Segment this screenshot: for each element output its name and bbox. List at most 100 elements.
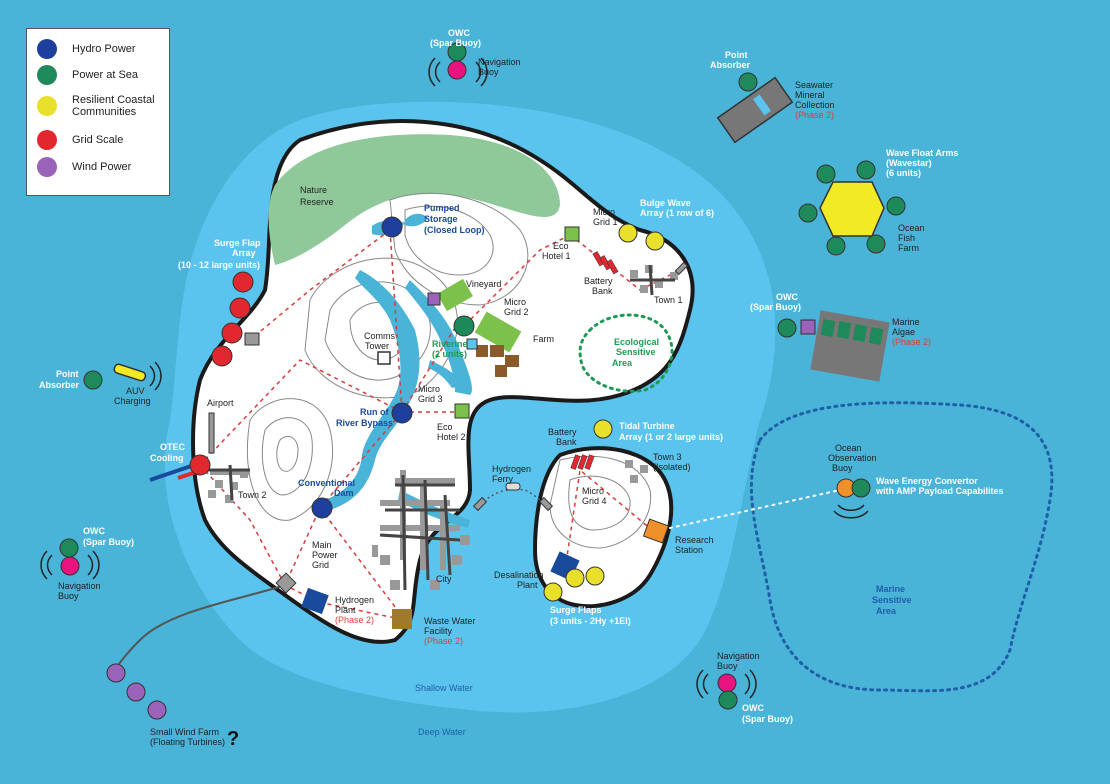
label-town-3-a: Town 3: [653, 452, 682, 462]
label-battery-bank-1: Battery: [584, 276, 613, 286]
label-ocean-fish-3: Farm: [898, 243, 919, 253]
signal-waves: [40, 57, 869, 699]
label-wind-farm-1: Small Wind Farm: [150, 727, 219, 737]
label-research-2: Station: [675, 545, 703, 555]
label-owc-top: OWC: [448, 28, 470, 38]
label-town-2: Town 2: [238, 490, 267, 500]
legend-label: Resilient Coastal Communities: [72, 94, 155, 118]
label-comms-2: Tower: [365, 341, 389, 351]
label-point-absorber-right-2: Absorber: [710, 60, 751, 70]
label-hydrogen-ferry-1: Hydrogen: [492, 464, 531, 474]
label-surge-flaps-1: Surge Flaps: [550, 605, 602, 615]
label-eco-hotel-1-a: Eco: [553, 241, 569, 251]
label-farm: Farm: [533, 334, 554, 344]
label-ocean-obs-3: Buoy: [832, 463, 853, 473]
label-battery-b-1: Battery: [548, 427, 577, 437]
label-eco-hotel-1-b: Hotel 1: [542, 251, 571, 261]
label-question: ?: [227, 728, 239, 750]
label-owc-left-1: OWC: [83, 526, 105, 536]
label-wave-energy-2: with AMP Payload Capabilites: [875, 486, 1004, 496]
label-micro-grid-3-a: Micro: [418, 384, 440, 394]
legend-item-coastal: Resilient Coastal Communities: [37, 93, 172, 119]
label-micro-grid-4-b: Grid 4: [582, 496, 607, 506]
research-link: [669, 489, 841, 529]
seawater-collection: [716, 76, 794, 144]
label-bulge-1: Bulge Wave: [640, 198, 691, 208]
label-hydrogen-ferry-2: Ferry: [492, 474, 513, 484]
label-town-1: Town 1: [654, 295, 683, 305]
label-nav-bottom-1: Navigation: [717, 651, 760, 661]
nature-reserve: [268, 134, 560, 265]
label-research-1: Research: [675, 535, 714, 545]
marine-sensitive-area: [749, 401, 1054, 693]
label-seawater-3: Collection: [795, 100, 835, 110]
label-deep-water: Deep Water: [418, 727, 466, 737]
legend-item-grid: Grid Scale: [37, 130, 123, 150]
ferry-route: [479, 488, 546, 506]
label-otec-2: Cooling: [150, 453, 184, 463]
label-hydrogen-plant-2: Plant: [335, 605, 356, 615]
label-nature-2: Reserve: [300, 197, 334, 207]
contour-lines: [246, 192, 652, 549]
label-owc-bottom-2: (Spar Buoy): [742, 714, 793, 724]
label-eco-hotel-2-a: Eco: [437, 422, 453, 432]
label-riverine-2: (2 units): [432, 349, 467, 359]
label-marine-algae-phase: (Phase 2): [892, 337, 931, 347]
label-run-river-1: Run of: [360, 407, 389, 417]
legend-item-hydro: Hydro Power: [37, 39, 136, 59]
label-hydrogen-plant-1: Hydrogen: [335, 595, 374, 605]
label-surge-flap-2: Array: [232, 248, 256, 258]
label-run-river-2: River Bypass: [336, 418, 393, 428]
label-town-3-b: (Isolated): [653, 462, 691, 472]
ecological-sensitive-area: [578, 313, 674, 393]
label-conventional-2: Dam: [334, 488, 354, 498]
label-eco-hotel-2-b: Hotel 2: [437, 432, 466, 442]
label-surge-flap-1: Surge Flap: [214, 238, 261, 248]
legend: Hydro Power Power at Sea Resilient Coast…: [26, 28, 170, 196]
legend-swatch-grid: [37, 130, 57, 150]
label-ocean-obs-1: Ocean: [835, 443, 862, 453]
label-micro-grid-3-b: Grid 3: [418, 394, 443, 404]
label-owc-bottom-1: OWC: [742, 703, 764, 713]
label-spar-top: (Spar Buoy): [430, 38, 481, 48]
label-nature-1: Nature: [300, 185, 327, 195]
markers: [59, 42, 906, 720]
label-nav-top-2: Buoy: [478, 67, 499, 77]
landing-posts: [208, 261, 689, 512]
label-tidal-2: Array (1 or 2 large units): [619, 432, 723, 442]
label-wave-energy-1: Wave Energy Convertor: [876, 476, 978, 486]
label-ecological-1: Ecological: [614, 337, 659, 347]
label-owc-right-1: OWC: [776, 292, 798, 302]
label-desal-1: Desalination: [494, 570, 544, 580]
legend-swatch-wind: [37, 157, 57, 177]
label-wastewater-1: Waste Water: [424, 616, 475, 626]
label-wastewater-phase: (Phase 2): [424, 636, 463, 646]
label-ocean-fish-2: Fish: [898, 233, 915, 243]
label-micro-grid-2-a: Micro: [504, 297, 526, 307]
label-micro-grid-1-b: Grid 1: [593, 217, 618, 227]
label-auv-1: AUV: [126, 386, 145, 396]
legend-label: Hydro Power: [72, 43, 136, 55]
label-nav-bottom-2: Buoy: [717, 661, 738, 671]
label-shallow-water: Shallow Water: [415, 683, 473, 693]
hydrogen-ferry: [505, 482, 521, 491]
roads: [205, 264, 675, 591]
label-point-absorber-right-1: Point: [725, 50, 748, 60]
label-hydrogen-plant-phase: (Phase 2): [335, 615, 374, 625]
label-city: City: [436, 574, 452, 584]
label-riverine-1: Riverine: [432, 339, 468, 349]
label-bulge-2: Array (1 row of 6): [640, 208, 714, 218]
legend-swatch-sea: [37, 65, 57, 85]
legend-label: Grid Scale: [72, 134, 124, 146]
wavestar-platform: [819, 181, 885, 237]
label-seawater-phase: (Phase 2): [795, 110, 834, 120]
label-wind-farm-2: (Floating Turbines): [150, 737, 225, 747]
label-micro-grid-4-a: Micro: [582, 486, 604, 496]
label-battery-bank-2: Bank: [592, 286, 613, 296]
label-micro-grid-2-b: Grid 2: [504, 307, 529, 317]
label-pumped-3: (Closed Loop): [424, 225, 485, 235]
label-marine-algae-2: Algae: [892, 327, 915, 337]
label-comms-1: Comms: [364, 331, 395, 341]
